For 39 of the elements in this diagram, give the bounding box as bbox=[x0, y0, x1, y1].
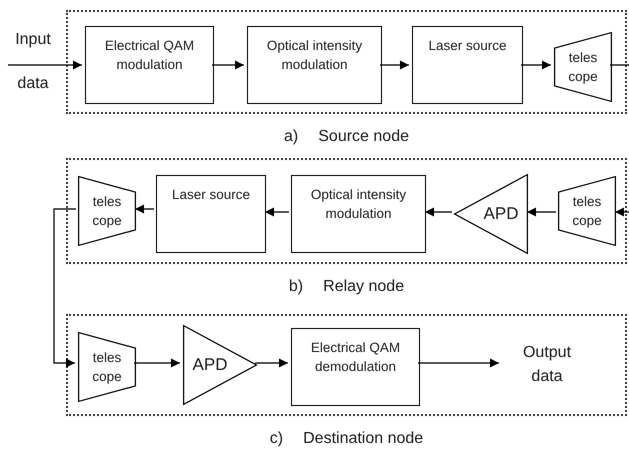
box-label: Optical intensity modulation bbox=[310, 186, 408, 223]
process-box bbox=[291, 328, 420, 406]
arrow bbox=[135, 204, 154, 214]
panel-caption: Relay node bbox=[323, 277, 404, 297]
process-box bbox=[247, 26, 382, 104]
output-label: Output data bbox=[522, 343, 572, 387]
arrow bbox=[212, 60, 244, 70]
panel-letter: b) bbox=[288, 277, 304, 297]
edge-label: Input data bbox=[14, 30, 52, 94]
telescope-label: teles cope bbox=[91, 349, 123, 386]
arrow bbox=[418, 358, 499, 368]
process-box bbox=[291, 175, 426, 253]
panel-caption: Source node bbox=[318, 127, 409, 147]
panel-letter: a) bbox=[284, 127, 298, 147]
arrow bbox=[380, 60, 409, 70]
arrow bbox=[615, 208, 629, 216]
arrow bbox=[521, 60, 551, 70]
process-box bbox=[412, 26, 523, 104]
arrow bbox=[53, 208, 76, 368]
arrow bbox=[265, 208, 289, 216]
telescope-label: teles cope bbox=[91, 193, 123, 230]
telescope-label: teles cope bbox=[571, 193, 603, 230]
arrow bbox=[527, 208, 556, 216]
amplifier-label: APD bbox=[192, 354, 228, 376]
box-label: Laser source bbox=[428, 37, 507, 55]
process-box bbox=[85, 26, 214, 104]
box-label: Laser source bbox=[172, 186, 250, 204]
arrow bbox=[255, 358, 288, 368]
box-label: Electrical QAM modulation bbox=[104, 37, 196, 74]
arrow bbox=[425, 208, 452, 216]
box-label: Optical intensity modulation bbox=[266, 37, 364, 74]
panel-letter: c) bbox=[270, 429, 284, 449]
arrow bbox=[8, 60, 82, 70]
amplifier-label: APD bbox=[484, 203, 518, 226]
box-label: Electrical QAM demodulation bbox=[310, 339, 402, 376]
process-box bbox=[156, 175, 266, 253]
telescope-label: teles cope bbox=[567, 49, 599, 86]
arrow bbox=[134, 358, 180, 368]
panel-caption: Destination node bbox=[303, 429, 424, 449]
